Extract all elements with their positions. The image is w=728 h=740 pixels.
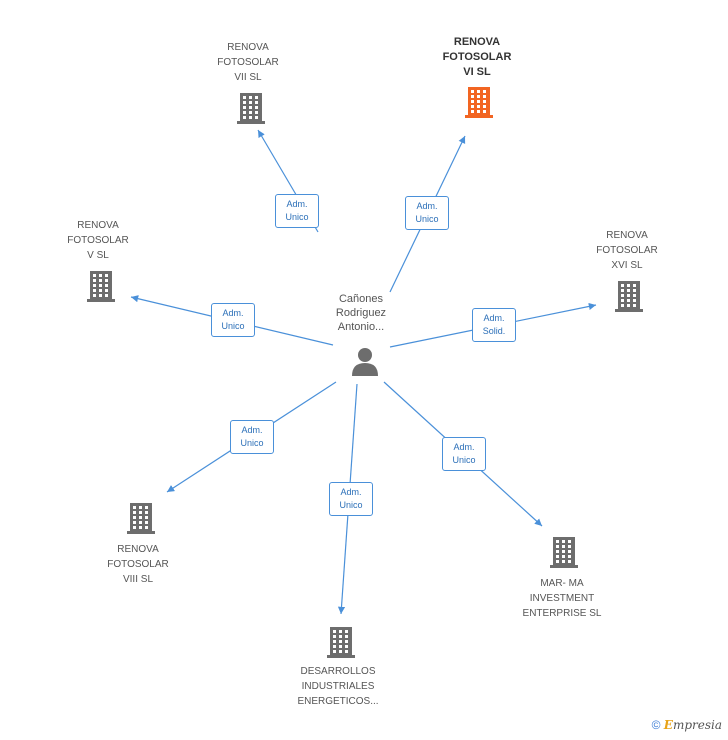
copyright-symbol: ©: [651, 718, 661, 732]
brand-logo: Empresia: [663, 718, 722, 732]
company-label-viii[interactable]: RENOVA FOTOSOLAR VIII SL: [107, 544, 169, 585]
company-label-vii[interactable]: RENOVA FOTOSOLAR VII SL: [217, 42, 279, 83]
relation-badge-des: Adm. Unico: [329, 482, 373, 516]
building-icon-xvi[interactable]: [614, 280, 644, 313]
relation-badge-vi: Adm. Unico: [405, 196, 449, 230]
company-label-xvi[interactable]: RENOVA FOTOSOLAR XVI SL: [596, 230, 658, 271]
company-label-mar[interactable]: MAR- MA INVESTMENT ENTERPRISE SL: [522, 578, 602, 619]
relation-badge-viii: Adm. Unico: [230, 420, 274, 454]
relation-badge-xvi: Adm. Solid.: [472, 308, 516, 342]
relation-badge-v: Adm. Unico: [211, 303, 255, 337]
building-icon-viii[interactable]: [126, 502, 156, 535]
building-icon-v[interactable]: [86, 270, 116, 303]
company-label-vi[interactable]: RENOVA FOTOSOLAR VI SL: [442, 36, 512, 78]
building-icon-mar[interactable]: [549, 536, 579, 569]
footer-brand: © Empresia: [652, 718, 722, 732]
company-label-des[interactable]: DESARROLLOS INDUSTRIALES ENERGETICOS...: [297, 666, 379, 707]
relation-badge-mar: Adm. Unico: [442, 437, 486, 471]
building-icon-vii[interactable]: [236, 92, 266, 125]
relation-badge-vii: Adm. Unico: [275, 194, 319, 228]
company-label-v[interactable]: RENOVA FOTOSOLAR V SL: [67, 220, 129, 261]
person-icon[interactable]: [350, 346, 380, 376]
building-icon-vi[interactable]: [464, 86, 494, 119]
person-label[interactable]: Cañones Rodriguez Antonio...: [335, 293, 387, 333]
building-icon-des[interactable]: [326, 626, 356, 659]
